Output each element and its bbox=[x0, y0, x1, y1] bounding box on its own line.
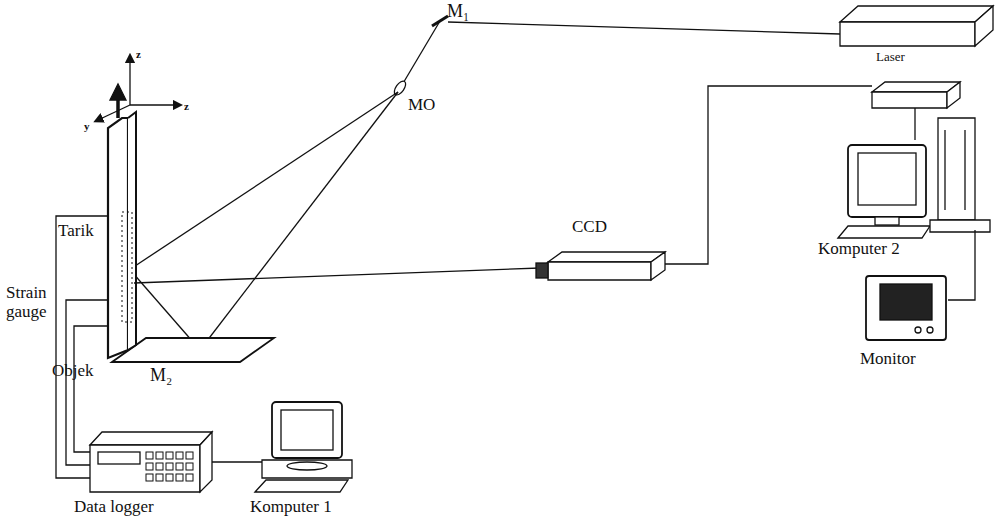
axes bbox=[98, 58, 178, 120]
ccd-camera bbox=[536, 252, 665, 280]
keypad-key bbox=[146, 474, 153, 481]
device-label: Monitor bbox=[860, 350, 916, 369]
keypad-key bbox=[176, 474, 183, 481]
beam-cone bbox=[132, 92, 398, 350]
computer-1 bbox=[255, 402, 352, 492]
object-beam bbox=[134, 268, 540, 283]
device-label: Data logger bbox=[74, 498, 154, 517]
keypad-key bbox=[166, 452, 173, 459]
mirror-label: M₁ bbox=[447, 2, 469, 22]
lens-label: MO bbox=[408, 96, 435, 115]
part-label: Objek bbox=[52, 362, 94, 381]
axis-label: z bbox=[184, 100, 189, 112]
cable bbox=[914, 108, 915, 140]
keypad-key bbox=[186, 452, 193, 459]
keypad-key bbox=[146, 463, 153, 470]
axis-label: z bbox=[136, 48, 141, 60]
keypad-key bbox=[186, 463, 193, 470]
device-label: Komputer 1 bbox=[250, 498, 332, 517]
data-logger bbox=[90, 432, 212, 492]
monitor-cable bbox=[948, 230, 975, 300]
mirror-label: M₂ bbox=[150, 366, 172, 386]
keypad-key bbox=[186, 474, 193, 481]
axis-label: y bbox=[84, 120, 90, 132]
laser-beam bbox=[448, 22, 840, 34]
keypad-key bbox=[176, 452, 183, 459]
part-label: Strain gauge bbox=[6, 284, 58, 321]
keypad-key bbox=[166, 474, 173, 481]
laser-source bbox=[840, 6, 993, 46]
keypad-key bbox=[146, 452, 153, 459]
keypad-key bbox=[156, 452, 163, 459]
computer-2 bbox=[838, 118, 990, 238]
frame-grabber bbox=[872, 82, 960, 108]
keypad-key bbox=[166, 463, 173, 470]
part-label: Tarik bbox=[58, 222, 94, 241]
monitor bbox=[866, 276, 946, 340]
beam bbox=[402, 21, 440, 85]
test-object bbox=[108, 84, 136, 358]
keypad-key bbox=[176, 463, 183, 470]
keypad-key bbox=[156, 474, 163, 481]
device-label: CCD bbox=[572, 218, 607, 237]
device-label: Komputer 2 bbox=[818, 240, 900, 259]
keypad-key bbox=[156, 463, 163, 470]
device-label: Laser bbox=[876, 50, 905, 64]
data-cable bbox=[212, 461, 262, 462]
